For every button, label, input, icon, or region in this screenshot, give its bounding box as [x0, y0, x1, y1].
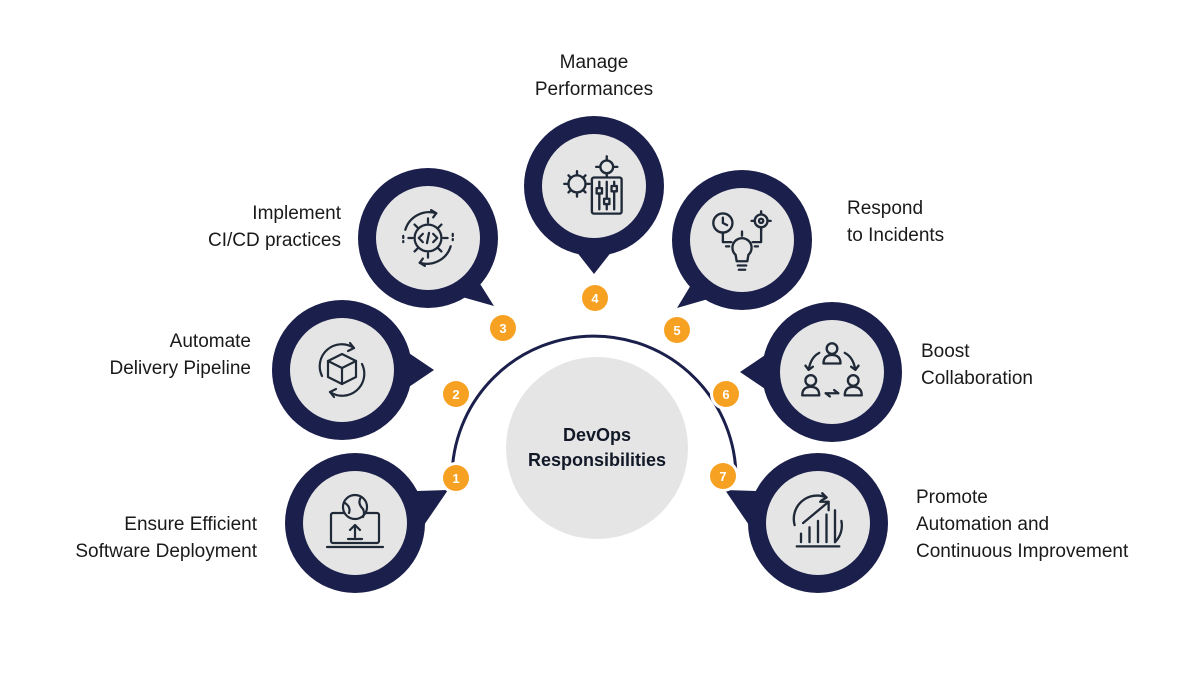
gears-sliders-icon: [539, 131, 649, 241]
step-label-4-line2: Performances: [534, 79, 654, 100]
step-label-4: Manage Performances: [494, 49, 694, 103]
connector-arc: [450, 334, 738, 479]
step-badge-1: 1: [443, 465, 469, 491]
laptop-globe-upload-icon: [300, 468, 410, 578]
step-label-4-line1: Manage: [559, 52, 629, 73]
bubble-6: [740, 302, 902, 442]
step-label-5-line1: Respond: [847, 198, 924, 219]
step-label-3-line1: Implement: [252, 203, 341, 224]
step-label-1: Ensure Efficient Software Deployment: [75, 511, 257, 565]
bubble-1: [285, 453, 448, 593]
step-label-6-line2: Collaboration: [921, 368, 1033, 389]
step-label-3-line2: CI/CD practices: [207, 230, 341, 251]
step-label-6-line1: Boost: [921, 341, 970, 362]
team-cycle-icon: [777, 317, 887, 427]
step-badge-5: 5: [664, 317, 690, 343]
cube-cycle-icon: [287, 315, 397, 425]
center-hub: DevOps Responsibilities: [506, 357, 688, 539]
step-badge-6: 6: [713, 381, 739, 407]
step-label-5: Respond to Incidents: [847, 195, 944, 249]
step-label-1-line1: Ensure Efficient: [124, 514, 257, 535]
step-label-6: Boost Collaboration: [921, 338, 1033, 392]
step-label-7-line2: Automation and: [916, 514, 1050, 535]
step-label-2-line1: Automate: [169, 331, 251, 352]
gear-code-cycle-icon: [373, 183, 483, 293]
bubble-5: [672, 170, 812, 310]
step-badge-2: 2: [443, 381, 469, 407]
center-title: DevOps Responsibilities: [528, 423, 666, 473]
step-label-2: Automate Delivery Pipeline: [109, 328, 251, 382]
step-label-2-line2: Delivery Pipeline: [109, 358, 251, 379]
center-title-line2: Responsibilities: [527, 450, 667, 470]
step-label-7-line1: Promote: [916, 487, 988, 508]
step-label-1-line2: Software Deployment: [75, 541, 257, 562]
growth-chart-icon: [763, 468, 873, 578]
step-label-5-line2: to Incidents: [847, 225, 945, 246]
step-badge-4: 4: [582, 285, 608, 311]
step-label-7-line3: Continuous Improvement: [916, 541, 1129, 562]
clock-gear-bulb-icon: [687, 185, 797, 295]
center-title-line1: DevOps: [562, 425, 631, 445]
step-label-3: Implement CI/CD practices: [208, 200, 341, 254]
step-label-7: Promote Automation and Continuous Improv…: [916, 484, 1128, 565]
step-badge-3: 3: [490, 315, 516, 341]
step-badge-7: 7: [710, 463, 736, 489]
